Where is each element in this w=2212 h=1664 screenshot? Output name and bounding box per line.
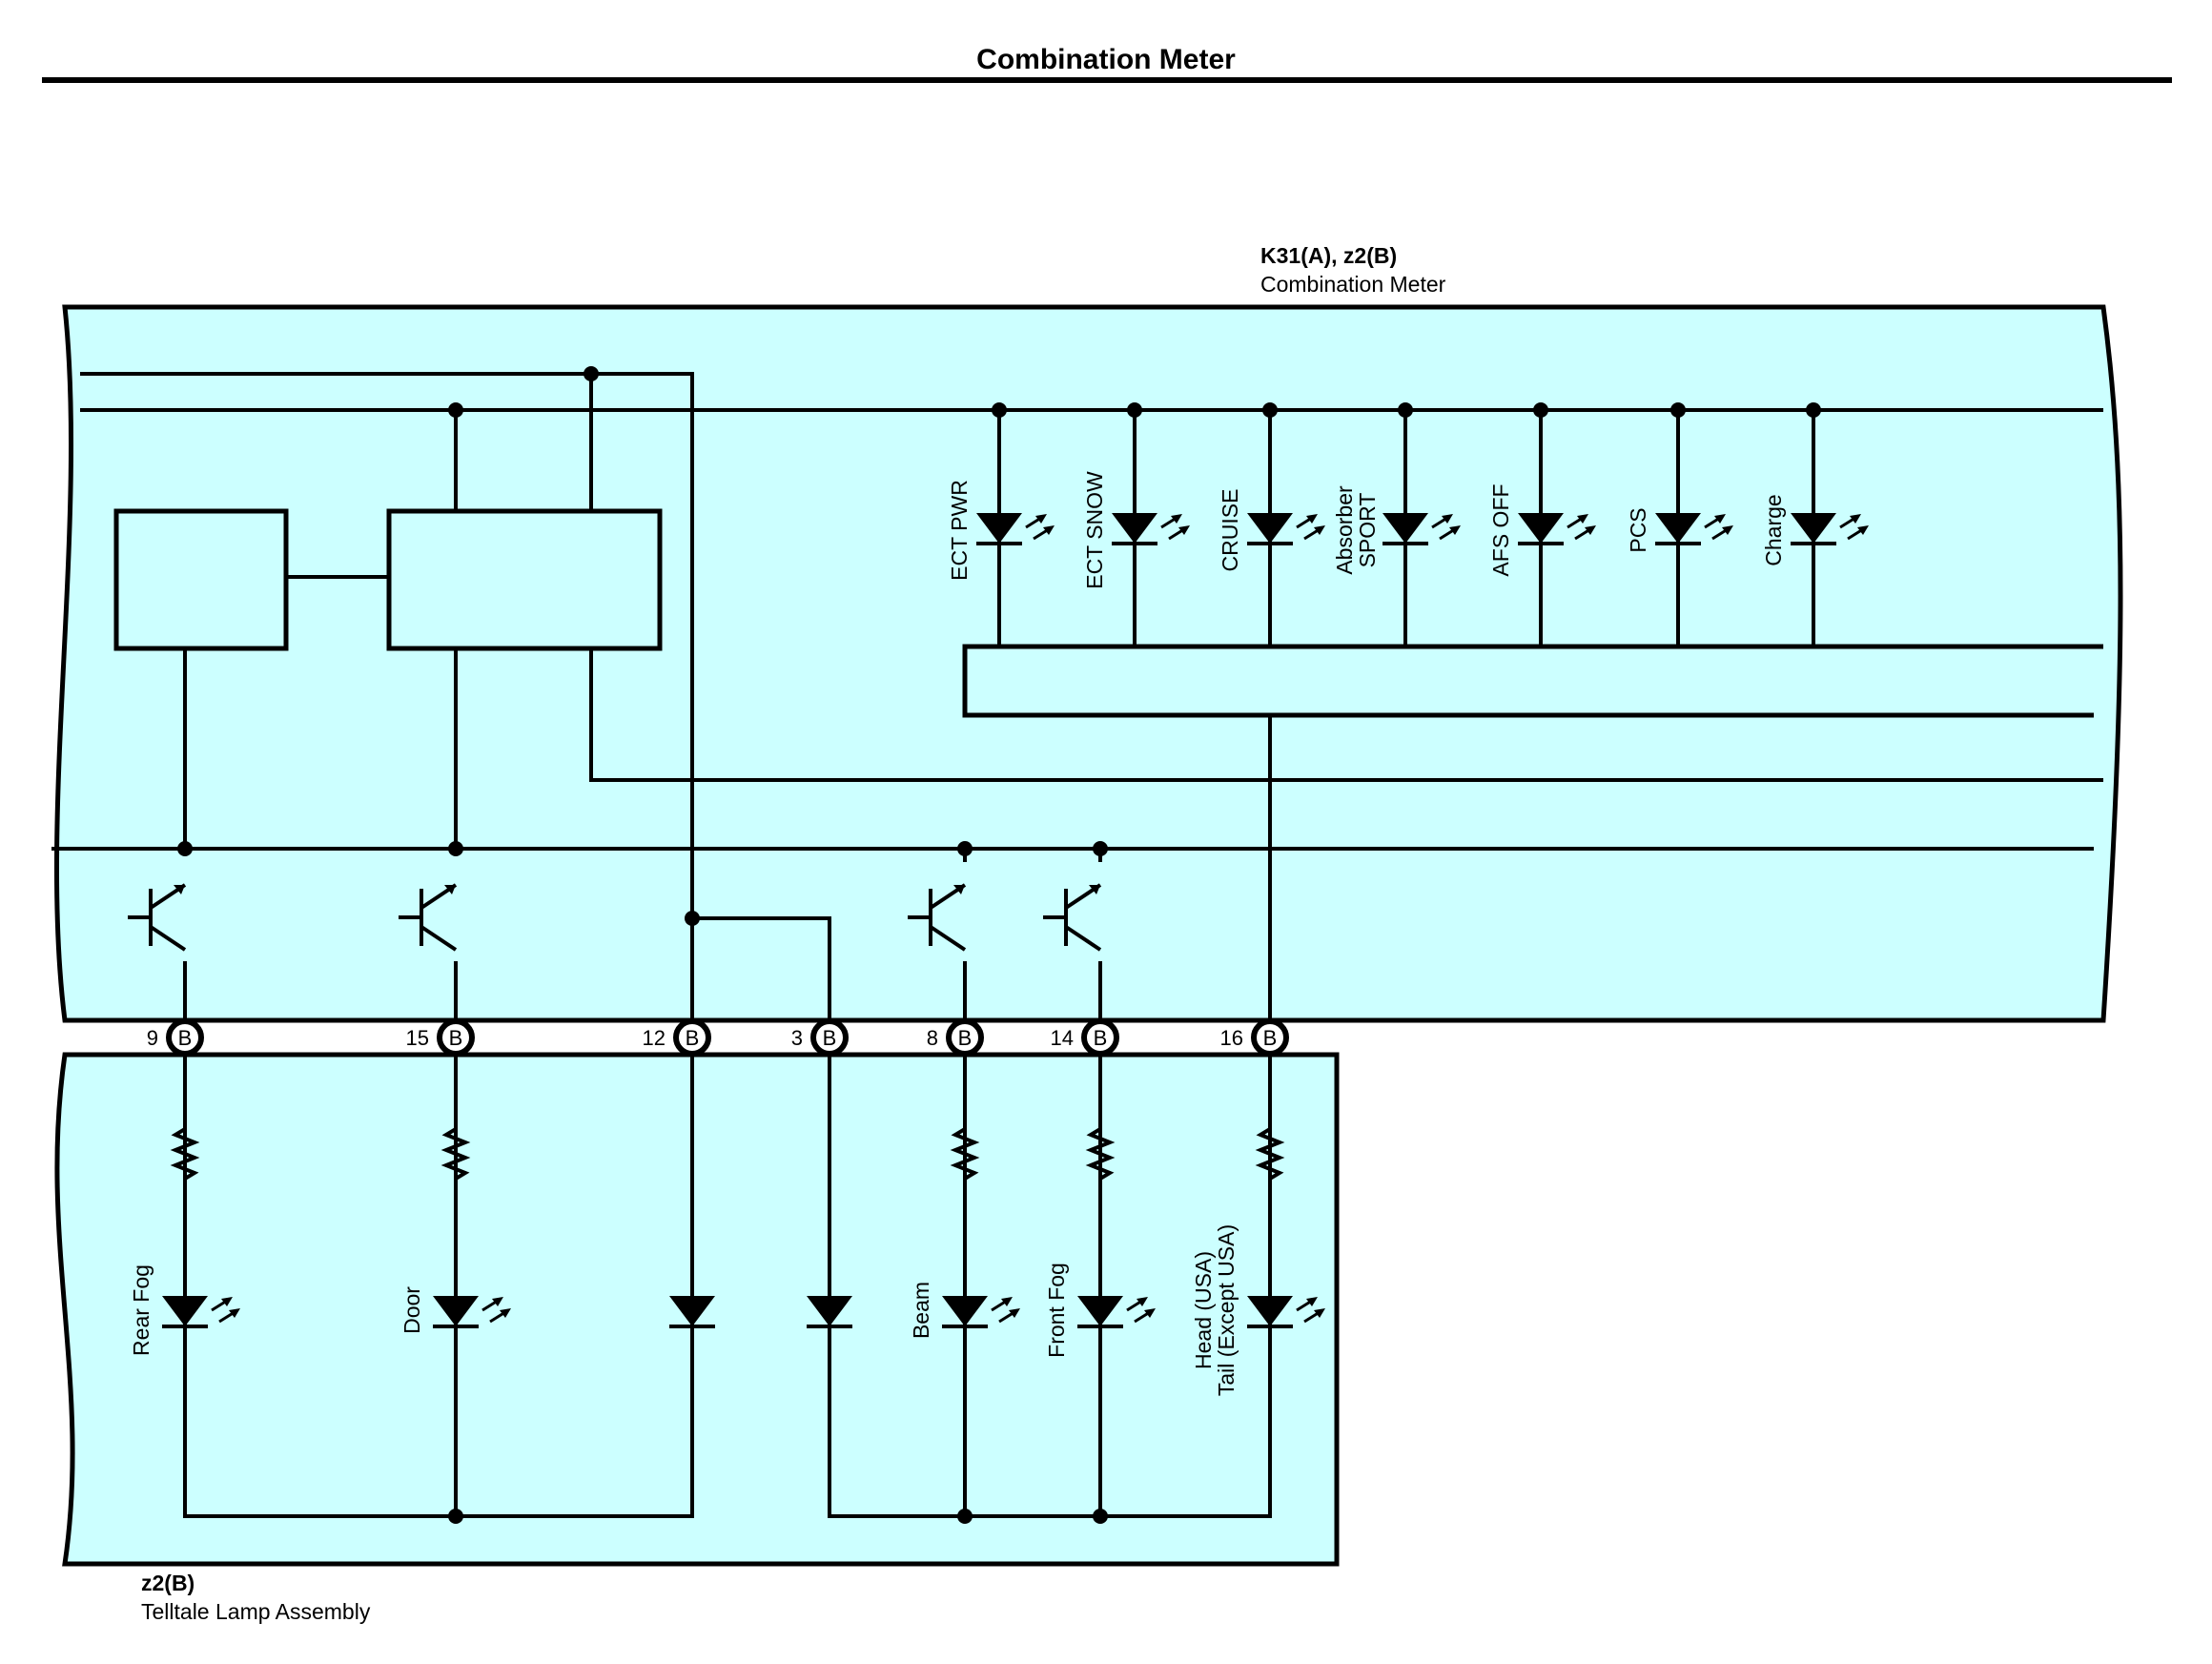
indicator-label-line2: SPORT [1355,493,1380,568]
lamp-beam: Beam [909,1282,1022,1339]
junction-dots [177,366,1108,1524]
pin-number: 15 [406,1026,429,1050]
connector-pin-9: B 9 [147,1018,204,1057]
indicator-group: ECT PWR ECT SNOW CRUISE Absorber SPORT A… [947,402,1871,647]
pin-number: 3 [791,1026,803,1050]
indicator-charge: Charge [1761,402,1871,647]
connector-pin-12: B 12 [643,1018,711,1057]
meter-control-box-left [113,508,289,651]
lamp-label-line2: Tail (Except USA) [1214,1224,1239,1396]
telltale-lamp-block: z2(B) Telltale Lamp Assembly [54,1052,1340,1624]
indicator-label: CRUISE [1218,489,1242,572]
indicator-ect-snow: ECT SNOW [1082,402,1192,647]
pin-number: 14 [1051,1026,1074,1050]
telltale-wiring [183,1055,1272,1518]
lamp-head-tail: Head (USA) Tail (Except USA) [1191,1224,1327,1396]
meter-block-name: Combination Meter [1260,272,1446,297]
indicator-label: Absorber [1332,485,1357,575]
pin-number: 16 [1220,1026,1243,1050]
lamp-label: Front Fog [1044,1263,1069,1358]
meter-connector-ref: K31(A), z2(B) [1260,243,1397,268]
indicator-label: PCS [1626,507,1650,552]
lamp-connector-ref: z2(B) [141,1571,195,1595]
combination-meter-block: K31(A), z2(B) Combination Meter [53,243,2123,1023]
pin-connector: B [1094,1026,1108,1050]
page-title: Combination Meter [976,44,1236,75]
pin-connector: B [686,1026,700,1050]
pin-connector: B [823,1026,837,1050]
meter-control-box-right [386,508,663,651]
pin-number: 12 [643,1026,666,1050]
indicator-label: ECT PWR [947,480,972,581]
connector-pin-8: B 8 [927,1018,984,1057]
indicator-absorber-sport: Absorber SPORT [1332,402,1463,647]
indicator-return-bus [962,644,2103,718]
pin-connector: B [1263,1026,1278,1050]
indicator-pcs: PCS [1626,402,1735,647]
lamp-label: Rear Fog [129,1264,154,1356]
pin-connector: B [449,1026,463,1050]
lamp-label: Head (USA) [1191,1251,1216,1369]
connector-pin-15: B 15 [406,1018,475,1057]
lamp-door: Door [399,1286,513,1334]
lamp-label: Door [399,1286,424,1334]
connector-pin-16: B 16 [1220,1018,1289,1057]
pin-number: 8 [927,1026,938,1050]
indicator-ect-pwr: ECT PWR [947,402,1056,647]
lamp-block-name: Telltale Lamp Assembly [141,1599,371,1624]
lamp-front-fog: Front Fog [1044,1263,1157,1358]
pin-number: 9 [147,1026,158,1050]
lamp-rear-fog: Rear Fog [129,1264,242,1356]
lamp-label: Beam [909,1282,933,1339]
meter-internal-wiring [51,372,2103,1020]
indicator-label: AFS OFF [1488,483,1513,576]
indicator-afs-off: AFS OFF [1488,402,1598,647]
connector-pin-3: B 3 [791,1018,849,1057]
pin-connector: B [178,1026,193,1050]
pin-connector: B [958,1026,973,1050]
connector-pin-14: B 14 [1051,1018,1119,1057]
indicator-cruise: CRUISE [1218,402,1327,647]
indicator-label: Charge [1761,494,1786,565]
indicator-label: ECT SNOW [1082,471,1107,589]
